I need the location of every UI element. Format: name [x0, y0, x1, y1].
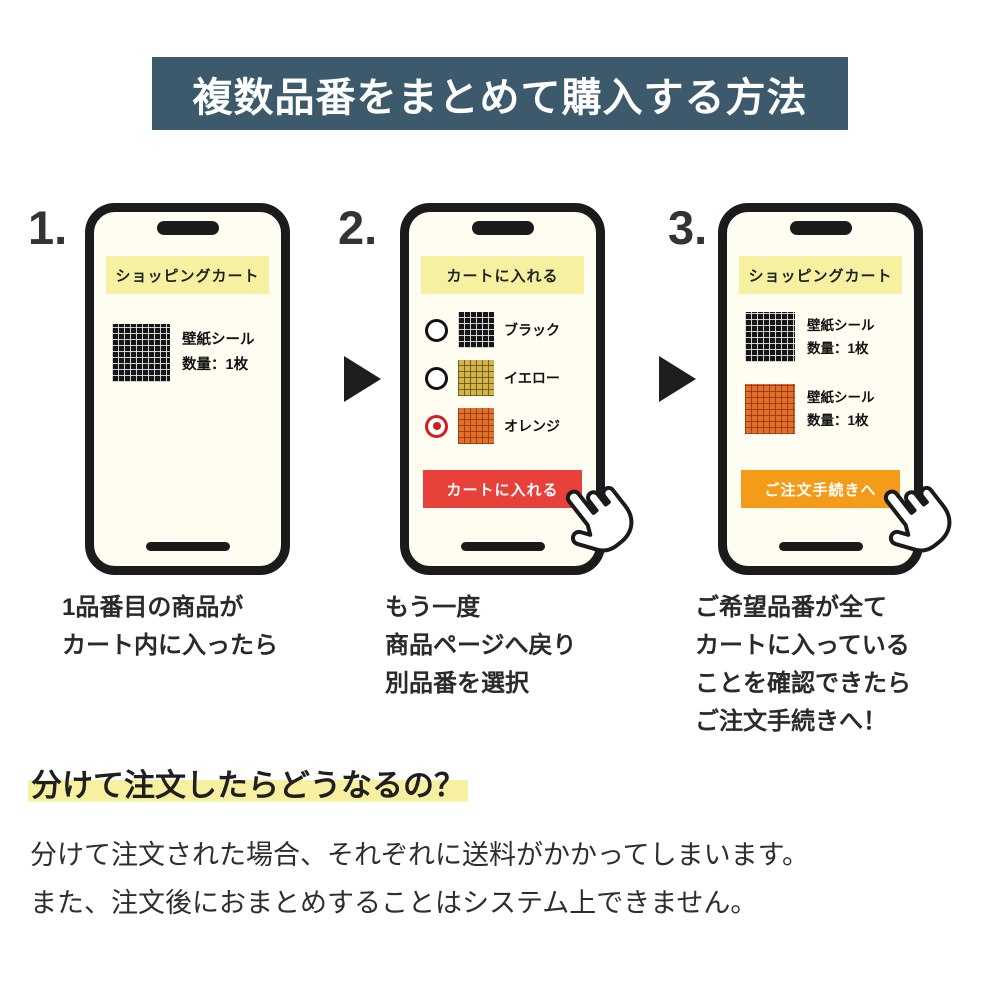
product-qty: 数量：1枚 — [807, 341, 869, 356]
color-option-label: オレンジ — [504, 418, 560, 434]
radio-unselected[interactable] — [425, 366, 448, 390]
color-option-row[interactable]: イエロー — [425, 360, 560, 396]
caption-line: 1品番目の商品が — [62, 594, 244, 621]
product-qty: 数量：1枚 — [807, 413, 869, 428]
radio-selected[interactable] — [425, 414, 448, 438]
color-swatch — [458, 312, 494, 348]
product-info: 壁紙シール 数量：1枚 — [807, 314, 875, 360]
caption-line: カート内に入ったら — [62, 632, 278, 659]
product-grid-swatch — [745, 312, 795, 362]
caption-line: ご注文手続きへ！ — [695, 708, 887, 735]
step-caption-3: ご希望品番が全て カートに入っている ことを確認できたら ご注文手続きへ！ — [695, 589, 911, 741]
footer-heading: 分けて注文したらどうなるの？ — [28, 760, 468, 805]
caption-line: 別品番を選択 — [385, 670, 529, 697]
color-swatch — [458, 408, 494, 444]
phone-frame-2: カートに入れる ブラック イエロー オレンジ カートに入れる — [400, 203, 605, 575]
cart-item-row: 壁紙シール 数量：1枚 — [745, 384, 875, 434]
next-step-arrow-icon — [659, 356, 696, 402]
phone-frame-3: ショッピングカート 壁紙シール 数量：1枚 壁紙シール 数量：1枚 ご注文手続き… — [718, 203, 923, 575]
color-option-row[interactable]: ブラック — [425, 312, 560, 348]
caption-line: カートに入っている — [695, 632, 910, 659]
checkout-button[interactable]: ご注文手続きへ — [741, 470, 900, 508]
cart-banner: ショッピングカート — [739, 256, 902, 294]
product-name: 壁紙シール — [182, 332, 255, 348]
caption-line: もう一度 — [385, 594, 481, 621]
home-indicator — [145, 542, 230, 551]
step-number-2: 2. — [338, 201, 378, 254]
next-step-arrow-icon — [344, 356, 381, 402]
product-qty: 数量：1枚 — [182, 357, 249, 373]
cart-item-row: 壁紙シール 数量：1枚 — [112, 324, 255, 382]
caption-line: 商品ページへ戻り — [385, 632, 577, 659]
color-option-row[interactable]: オレンジ — [425, 408, 560, 444]
color-swatch — [458, 360, 494, 396]
product-name: 壁紙シール — [807, 318, 875, 333]
footer-note-line: 分けて注文された場合、それぞれに送料がかかってしまいます。 — [30, 840, 809, 870]
product-info: 壁紙シール 数量：1枚 — [807, 386, 875, 432]
add-to-cart-button[interactable]: カートに入れる — [423, 470, 582, 508]
phone-notch-icon — [156, 221, 219, 235]
footer-note: 分けて注文された場合、それぞれに送料がかかってしまいます。 また、注文後におまと… — [30, 831, 809, 927]
cart-banner: ショッピングカート — [106, 256, 269, 294]
page-title: 複数品番をまとめて購入する方法 — [152, 57, 848, 130]
product-grid-swatch — [112, 324, 170, 382]
product-info: 壁紙シール 数量：1枚 — [182, 328, 255, 378]
home-indicator — [778, 542, 863, 551]
color-option-label: ブラック — [504, 322, 560, 338]
phone-notch-icon — [789, 221, 852, 235]
radio-unselected[interactable] — [425, 318, 448, 342]
product-grid-swatch — [745, 384, 795, 434]
footer-note-line: また、注文後におまとめすることはシステム上できません。 — [30, 888, 758, 918]
pointing-hand-icon — [558, 478, 638, 571]
caption-line: ことを確認できたら — [695, 670, 911, 697]
pointing-hand-icon — [876, 478, 956, 571]
highlighted-heading-text: 分けて注文したらどうなるの？ — [28, 768, 468, 803]
add-to-cart-banner: カートに入れる — [421, 256, 584, 294]
cart-item-row: 壁紙シール 数量：1枚 — [745, 312, 875, 362]
step-caption-2: もう一度 商品ページへ戻り 別品番を選択 — [385, 589, 577, 703]
step-number-1: 1. — [28, 201, 68, 254]
color-option-label: イエロー — [504, 370, 560, 386]
phone-notch-icon — [471, 221, 534, 235]
home-indicator — [460, 542, 545, 551]
phone-frame-1: ショッピングカート 壁紙シール 数量：1枚 — [85, 203, 290, 575]
caption-line: ご希望品番が全て — [695, 594, 887, 621]
step-number-3: 3. — [668, 201, 708, 254]
product-name: 壁紙シール — [807, 390, 875, 405]
step-caption-1: 1品番目の商品が カート内に入ったら — [62, 589, 278, 665]
